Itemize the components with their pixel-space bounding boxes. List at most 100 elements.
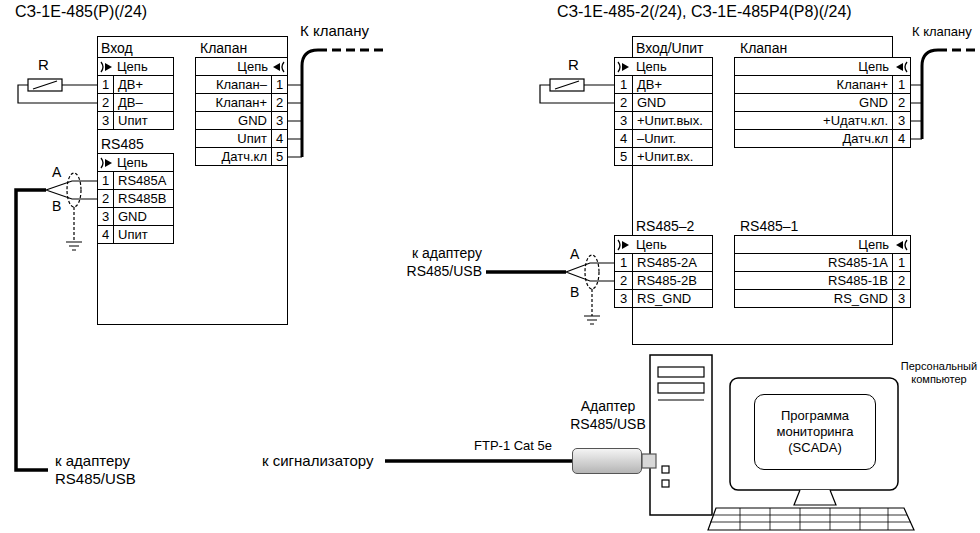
pin-cell: 5 [615,148,633,166]
pin-number: 2 [898,95,905,110]
pin-cell: 4 [615,130,633,148]
connector-symbol [895,239,909,251]
pin-cell: 3 [98,208,114,226]
usb-plug [642,454,656,468]
drive-bay [658,383,704,393]
rs485-cable [486,270,566,274]
signal-name: Uпит [118,227,148,242]
valve-cable-dashed [318,49,388,52]
pin-number: 5 [276,149,283,164]
signal-name: Uпит [237,131,267,146]
destination-label: к сигнализатору [262,452,373,470]
pin-number: 3 [102,209,109,224]
pin-cell: 1 [615,254,633,272]
screen-text: Программа мониторинга (SCADA) [759,408,871,456]
connector-symbol [99,61,113,73]
pin-number: 2 [102,191,109,206]
signal-name: Uпит [118,113,148,128]
pin-number: 1 [898,255,905,270]
pin-cell: ДВ– [114,94,174,112]
shield-drain [591,289,592,316]
pin-table: ВходЦепь1ДВ+2ДВ–3Uпит [97,57,174,130]
pin-number: 1 [620,255,627,270]
column-heading-cell: Цепь [98,154,174,172]
pin-number: 4 [620,131,627,146]
signal-name: –Uпит. [637,131,676,146]
ground-symbol [66,242,82,250]
signal-name: GND [637,95,666,110]
pin-table: КлапанЦепьКлапан–1Клапан+2GND3Uпит4Датч.… [195,57,288,166]
pc-tower [650,355,712,515]
connector-symbol-arc [618,240,620,250]
connector-symbol-arrow [105,159,112,167]
column-heading-cell: Цепь [615,58,713,76]
pin-number: 5 [620,149,627,164]
connector-heading: RS485–1 [740,218,798,234]
column-heading-cell: Цепь [735,58,911,76]
rs485-pair [46,181,97,199]
signal-name: +Uпит.вых. [637,113,703,128]
wire-label: A [570,246,579,263]
pin-grid: ЦепьRS485-1A1RS485-1B2RS_GND3 [734,235,911,308]
connector-symbol-arc [101,158,103,168]
pin-cell: 4 [893,130,911,148]
pin-table: RS485–2Цепь1RS485-2A2RS485-2B3RS_GND [614,235,713,308]
signal-name: Датч.кл [842,131,888,146]
column-heading-cell: Цепь [196,58,288,76]
signal-name: RS_GND [834,291,888,306]
pin-cell: Датч.кл [196,148,272,166]
pin-cell: 2 [615,94,633,112]
pin-number: 4 [276,131,283,146]
pin-cell: +Uдатч.кл. [735,112,893,130]
pin-number: 3 [276,113,283,128]
pin-number: 3 [102,113,109,128]
ground-symbol [584,316,600,324]
computer-label: Персональный компьютер [900,360,978,386]
column-heading: Цепь [858,237,889,252]
pin-cell: ДВ+ [633,76,713,94]
column-heading-cell: Цепь [735,236,911,254]
tower-button [662,466,669,473]
pin-cell: GND [633,94,713,112]
keyboard-keys [710,508,911,530]
signal-name: RS485A [118,173,166,188]
connector-symbol-arc [905,62,907,72]
pin-cell: Uпит [114,226,174,244]
pin-number: 2 [276,95,283,110]
drive-bay [658,367,704,377]
pin-cell: 1 [272,76,288,94]
pin-number: 1 [276,77,283,92]
ftp-cable [385,459,572,463]
pin-table: КлапанЦепьКлапан+1GND2+Uдатч.кл.3Датч.кл… [734,57,911,148]
pin-cell: 2 [98,94,114,112]
monitor [730,378,898,490]
destination-label: к адаптеру RS485/USB [55,452,155,488]
pin-grid: ЦепьКлапан+1GND2+Uдатч.кл.3Датч.кл4 [734,57,911,148]
signal-name: ДВ+ [118,77,143,92]
pin-cell: RS_GND [735,290,893,308]
signal-name: RS485-2A [637,255,697,270]
pin-number: 3 [898,291,905,306]
signal-name: GND [859,95,888,110]
signal-name: ДВ– [118,95,143,110]
pin-cell: 4 [272,130,288,148]
pin-cell: 1 [98,172,114,190]
monitor-screen: Программа мониторинга (SCADA) [754,394,876,470]
pin-cell: RS485B [114,190,174,208]
wire-label: B [570,284,579,301]
column-heading-cell: Цепь [98,58,174,76]
signal-name: Датч.кл [221,149,267,164]
valve-cable [922,50,938,139]
pin-cell: 2 [615,272,633,290]
valve-cable-dashed [938,49,976,52]
pin-table: Вход/UпитЦепь1ДВ+2GND3+Uпит.вых.4–Uпит.5… [614,57,713,166]
pin-cell: Uпит [114,112,174,130]
resistor-wire [18,85,97,103]
connector-symbol-arrow [622,63,629,71]
connector-symbol-arc [905,240,907,250]
column-heading: Цепь [636,59,667,74]
keyboard [708,508,914,530]
destination-label: К клапану [300,22,369,40]
